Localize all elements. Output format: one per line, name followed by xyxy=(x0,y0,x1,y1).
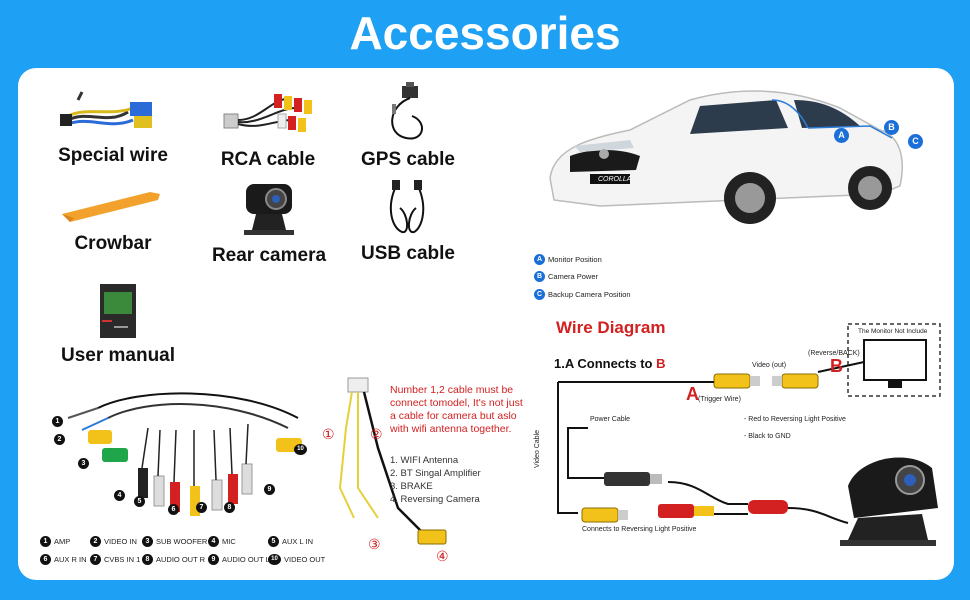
wire-diagram-subtitle: 1.A Connects to B xyxy=(554,356,666,371)
gps-antenna-icon xyxy=(391,82,423,140)
reversing-light-note: Connects to Reversing Light Positive xyxy=(582,526,697,533)
rca-harness: 1 2 3 4 5 6 7 8 9 10 xyxy=(38,368,328,528)
rca-marker-9: 9 xyxy=(264,484,275,495)
power-cable-label: Power Cable xyxy=(590,416,631,423)
accessory-usb-cable: USB cable xyxy=(348,178,468,265)
pin-item-1: 1. WIFI Antenna xyxy=(390,455,459,466)
rear-camera-icon xyxy=(244,184,294,235)
rca-marker-6: 6 xyxy=(168,504,179,515)
accessory-gps-cable: GPS cable xyxy=(348,82,468,171)
wire-diagram-title: Wire Diagram xyxy=(556,318,666,337)
wire-label-a: A xyxy=(686,384,699,404)
accessory-user-manual: User manual xyxy=(48,282,188,367)
page-title: Accessories xyxy=(349,7,621,59)
car-marker-b: B xyxy=(884,120,899,135)
user-manual-icon xyxy=(100,284,136,338)
pin-marker-2: ② xyxy=(370,426,383,442)
user-manual-label: User manual xyxy=(60,345,176,366)
car-illustration: COROLLA A B C xyxy=(540,78,923,248)
car-marker-c: C xyxy=(908,134,923,149)
rca-marker-3: 3 xyxy=(78,458,89,469)
video-out-label: Video (out) xyxy=(752,362,787,369)
pin-item-4: 4. Reversing Camera xyxy=(390,494,480,505)
pin-marker-1: ① xyxy=(322,426,335,442)
accessory-rca-cable: RCA cable xyxy=(208,90,328,171)
rca-marker-5: 5 xyxy=(134,496,145,507)
pin-marker-4: ④ xyxy=(436,548,449,564)
rear-camera-label: Rear camera xyxy=(211,245,327,266)
rca-marker-10: 10 xyxy=(294,444,307,455)
rca-marker-1: 1 xyxy=(52,416,63,427)
video-cable-label: Video Cable xyxy=(534,429,541,468)
trigger-wire-label: (Trigger Wire) xyxy=(698,396,741,403)
special-wire-label: Special wire xyxy=(58,145,168,166)
special-wire-icon xyxy=(60,91,152,128)
accessory-crowbar: Crowbar xyxy=(48,184,178,255)
rca-marker-8: 8 xyxy=(224,502,235,513)
black-wire-note: - Black to GND xyxy=(744,433,791,440)
rca-cable-icon xyxy=(223,94,312,132)
reverse-back-label: (Reverse/BACK) xyxy=(808,350,860,357)
usb-cable-icon xyxy=(389,180,425,234)
rca-cable-label: RCA cable xyxy=(220,149,316,170)
pin-item-3: 3. BRAKE xyxy=(390,481,433,492)
rca-marker-4: 4 xyxy=(114,490,125,501)
rca-marker-7: 7 xyxy=(196,502,207,513)
rca-marker-2: 2 xyxy=(54,434,65,445)
pin-list: 1. WIFI Antenna 2. BT Singal Amplifier 3… xyxy=(390,454,526,506)
crowbar-label: Crowbar xyxy=(74,233,152,254)
car-model-badge: COROLLA xyxy=(598,176,632,183)
red-wire-note: - Red to Reversing Light Positive xyxy=(744,416,846,423)
pin-marker-3: ③ xyxy=(368,536,381,552)
cable-note-text: Number 1,2 cable must be connect tomodel… xyxy=(390,384,523,435)
accessory-rear-camera: Rear camera xyxy=(202,180,336,267)
crowbar-icon xyxy=(62,192,160,222)
usb-cable-label: USB cable xyxy=(361,243,455,264)
car-marker-a: A xyxy=(834,128,849,143)
wire-diagram: Wire Diagram 1.A Connects to B A (Trigge… xyxy=(518,318,954,580)
pin-item-2: 2. BT Singal Amplifier xyxy=(390,468,481,479)
monitor-note: The Monitor Not Include xyxy=(858,328,928,335)
accessory-special-wire: Special wire xyxy=(48,90,178,167)
wire-label-b: B xyxy=(830,356,843,376)
gps-cable-label: GPS cable xyxy=(361,149,455,170)
cable-pinout: ① ② ③ ④ Number 1,2 cable must be connect… xyxy=(318,368,528,580)
content-panel: Special wire RCA cable GPS cable xyxy=(18,68,954,580)
